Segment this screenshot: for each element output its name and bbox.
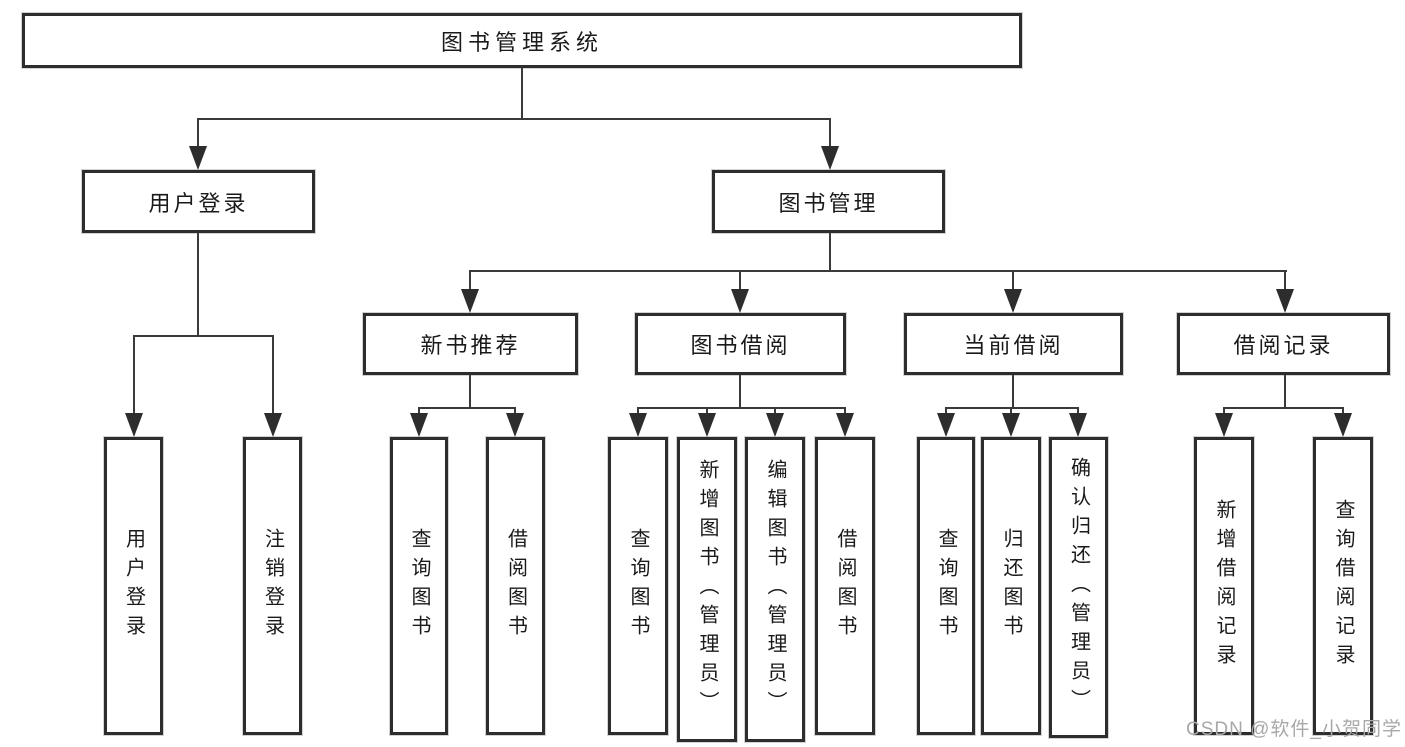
arrowhead-down-icon	[125, 413, 143, 437]
connector-vline	[945, 407, 947, 415]
node-leaf-borrow-edit-admin: 编辑图书（管理员）	[745, 437, 805, 742]
connector-vline	[469, 375, 471, 408]
connector-vline	[739, 270, 741, 292]
connector-vline	[1077, 407, 1079, 415]
connector-vline	[1223, 407, 1225, 415]
node-leaf-current-return: 归还图书	[981, 437, 1041, 735]
node-leaf-user-login: 用户登录	[104, 437, 163, 735]
connector-vline	[197, 118, 199, 152]
connector-vline	[272, 335, 274, 413]
connector-vline	[637, 407, 639, 415]
node-book-management: 图书管理	[712, 170, 945, 233]
connector-vline	[706, 407, 708, 415]
connector-hline	[469, 270, 1287, 272]
connector-vline	[829, 118, 831, 152]
node-user-login: 用户登录	[82, 170, 315, 233]
connector-vline	[1284, 375, 1286, 408]
node-leaf-records-query: 查询借阅记录	[1313, 437, 1373, 735]
connector-vline	[844, 407, 846, 415]
arrowhead-down-icon	[1276, 289, 1294, 313]
connector-hline	[197, 118, 831, 120]
node-leaf-logout: 注销登录	[243, 437, 302, 735]
connector-vline	[418, 407, 420, 415]
arrowhead-down-icon	[698, 413, 716, 437]
arrowhead-down-icon	[1002, 413, 1020, 437]
connector-hline	[945, 407, 1079, 409]
node-leaf-current-confirm-admin: 确认归还（管理员）	[1049, 437, 1108, 738]
connector-vline	[774, 407, 776, 415]
connector-vline	[739, 375, 741, 408]
connector-vline	[469, 270, 471, 292]
arrowhead-down-icon	[410, 413, 428, 437]
arrowhead-down-icon	[836, 413, 854, 437]
arrowhead-down-icon	[264, 413, 282, 437]
connector-vline	[514, 407, 516, 415]
connector-hline	[133, 335, 274, 337]
arrowhead-down-icon	[1004, 289, 1022, 313]
node-borrow-records: 借阅记录	[1177, 313, 1390, 375]
arrowhead-down-icon	[629, 413, 647, 437]
arrowhead-down-icon	[189, 146, 207, 170]
node-leaf-current-query: 查询图书	[917, 437, 975, 735]
node-new-book-recommend: 新书推荐	[363, 313, 578, 375]
arrowhead-down-icon	[1215, 413, 1233, 437]
connector-vline	[1012, 270, 1014, 292]
connector-vline	[521, 68, 523, 119]
arrowhead-down-icon	[1069, 413, 1087, 437]
connector-vline	[1010, 407, 1012, 415]
arrowhead-down-icon	[731, 289, 749, 313]
connector-vline	[829, 233, 831, 272]
node-leaf-borrow-borrow: 借阅图书	[815, 437, 875, 735]
node-leaf-newbook-borrow: 借阅图书	[486, 437, 545, 735]
arrowhead-down-icon	[766, 413, 784, 437]
arrowhead-down-icon	[506, 413, 524, 437]
arrowhead-down-icon	[1334, 413, 1352, 437]
connector-vline	[1012, 375, 1014, 408]
node-current-borrow: 当前借阅	[904, 313, 1123, 375]
watermark: CSDN @软件_小贺同学	[1186, 719, 1402, 740]
node-leaf-records-add: 新增借阅记录	[1194, 437, 1254, 735]
connector-vline	[1342, 407, 1344, 415]
connector-hline	[637, 407, 846, 409]
connector-hline	[418, 407, 516, 409]
arrowhead-down-icon	[461, 289, 479, 313]
connector-vline	[1284, 270, 1286, 292]
node-leaf-newbook-query: 查询图书	[390, 437, 448, 735]
connector-hline	[1223, 407, 1344, 409]
arrowhead-down-icon	[937, 413, 955, 437]
arrowhead-down-icon	[821, 146, 839, 170]
connector-vline	[133, 335, 135, 413]
node-leaf-borrow-query: 查询图书	[608, 437, 668, 735]
node-book-borrow: 图书借阅	[635, 313, 846, 375]
node-leaf-borrow-add-admin: 新增图书（管理员）	[677, 437, 737, 742]
connector-vline	[197, 233, 199, 336]
node-library-system: 图书管理系统	[22, 13, 1022, 68]
